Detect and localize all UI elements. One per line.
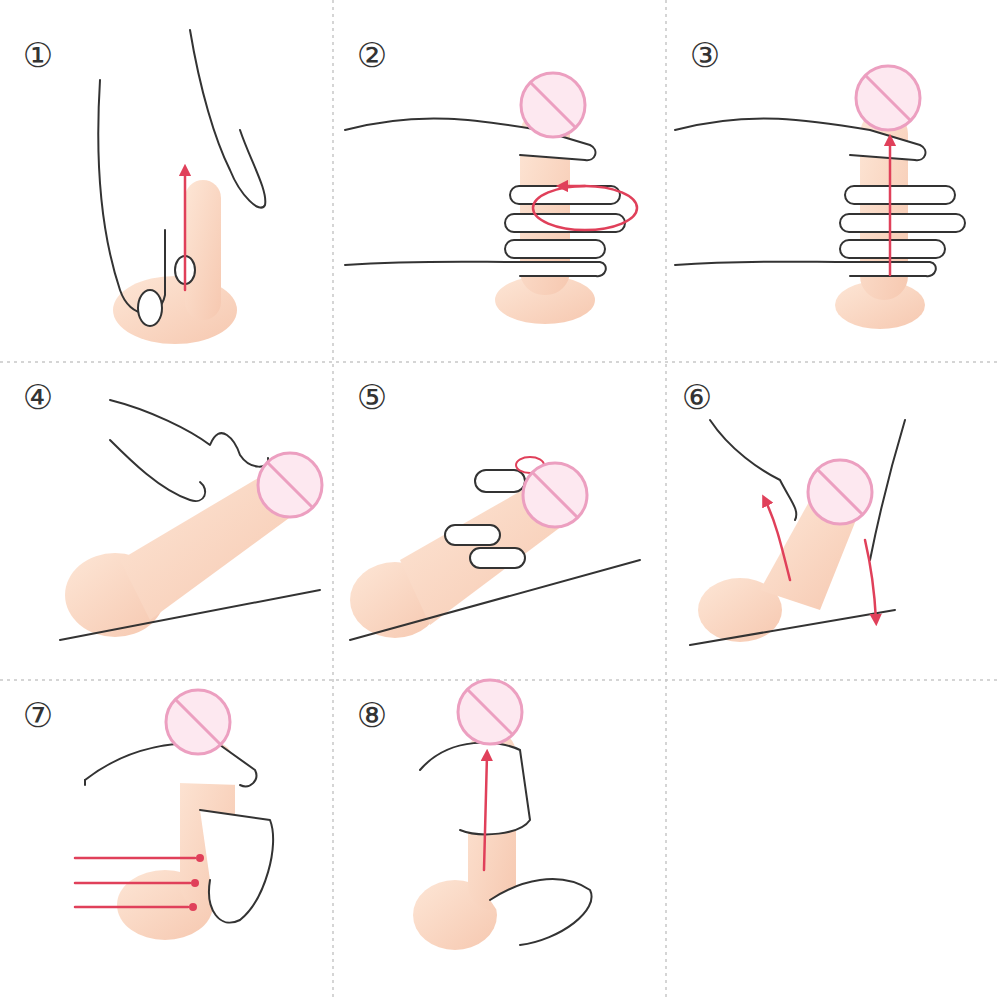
step-number: ⑦ xyxy=(23,698,53,732)
step-number: ④ xyxy=(23,380,53,414)
step-number: ① xyxy=(23,38,53,72)
figures xyxy=(60,30,965,950)
step-number: ⑤ xyxy=(357,380,387,414)
step-number: ③ xyxy=(690,38,720,72)
step-number: ② xyxy=(357,38,387,72)
step-number: ⑧ xyxy=(357,698,387,732)
step-number: ⑥ xyxy=(682,380,712,414)
